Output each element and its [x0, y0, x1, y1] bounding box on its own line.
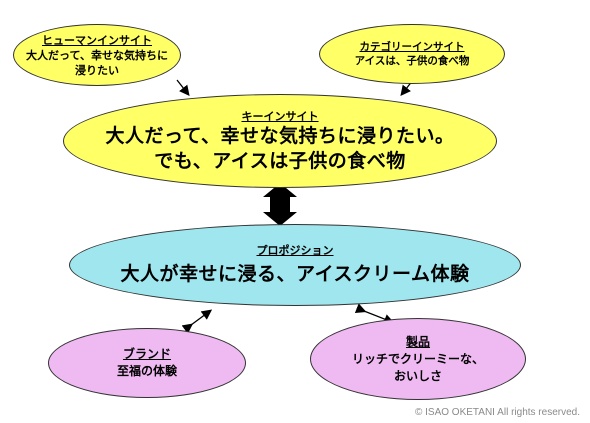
key-insight-title: キーインサイト: [241, 109, 319, 123]
human-insight-title: ヒューマンインサイト: [42, 33, 152, 47]
brand-node: ブランド 至福の体験: [48, 328, 246, 398]
human-insight-node: ヒューマンインサイト 大人だって、幸せな気持ちに 浸りたい: [13, 24, 181, 86]
copyright-notice: © ISAO OKETANI All rights reserved.: [414, 407, 580, 418]
proposition-title: プロポジション: [256, 244, 334, 257]
key-insight-line1: 大人だって、幸せな気持ちに浸りたい。: [105, 124, 455, 147]
category-insight-line1: アイスは、子供の食べ物: [354, 55, 470, 67]
product-title: 製品: [405, 334, 430, 349]
human-insight-line1: 大人だって、幸せな気持ちに: [26, 48, 168, 62]
proposition-node: プロポジション 大人が幸せに浸る、アイスクリーム体験: [69, 224, 521, 306]
human-insight-line2: 浸りたい: [75, 63, 119, 77]
proposition-line1: 大人が幸せに浸る、アイスクリーム体験: [120, 263, 470, 285]
product-node: 製品 リッチでクリーミーな、 おいしさ: [310, 318, 526, 400]
arrow-human-to-key: [176, 79, 190, 97]
category-insight-title: カテゴリーインサイト: [359, 41, 465, 53]
product-line1: リッチでクリーミーな、: [351, 351, 484, 366]
brand-title: ブランド: [122, 347, 171, 361]
product-line2: おいしさ: [393, 368, 442, 383]
category-insight-node: カテゴリーインサイト アイスは、子供の食べ物: [319, 24, 505, 84]
double-arrow-key-proposition: [263, 183, 297, 226]
key-insight-line2: でも、アイスは子供の食べ物: [154, 149, 406, 172]
arrow-proposition-brand: [181, 309, 213, 334]
brand-line1: 至福の体験: [116, 364, 177, 378]
key-insight-node: キーインサイト 大人だって、幸せな気持ちに浸りたい。 でも、アイスは子供の食べ物: [63, 94, 497, 188]
